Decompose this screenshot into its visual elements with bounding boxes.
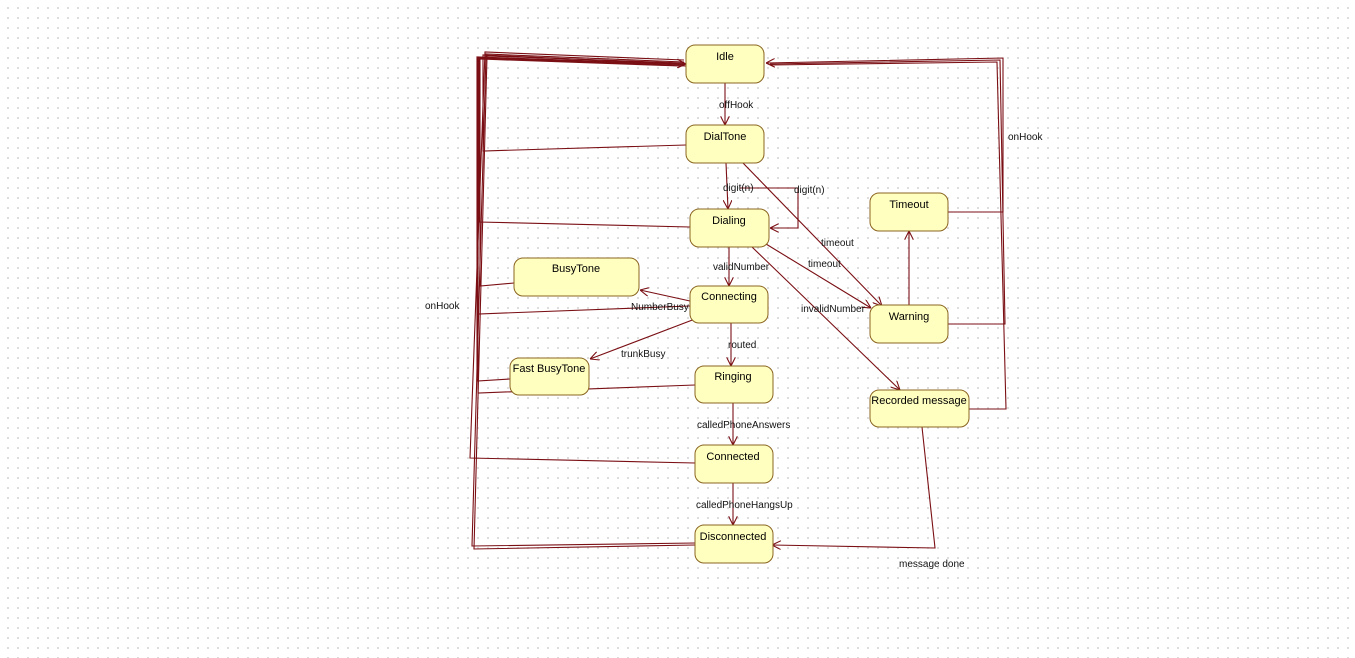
state-ringing[interactable]: Ringing <box>694 365 774 404</box>
onhook-left-bus[interactable] <box>469 51 696 464</box>
transition-digit-dialtone-line[interactable] <box>726 162 728 209</box>
state-connecting[interactable]: Connecting <box>689 285 769 324</box>
transition-numberbusy-line[interactable] <box>640 290 691 302</box>
onhook-right-bus[interactable] <box>766 57 1004 213</box>
state-label: Warning <box>889 311 930 323</box>
onhook-left-bus[interactable] <box>482 54 686 152</box>
state-label: Disconnected <box>700 531 767 543</box>
label-calledphoneanswers: calledPhoneAnswers <box>697 420 790 431</box>
transition-lines <box>469 51 1007 550</box>
onhook-left-bus[interactable] <box>479 58 681 287</box>
transition-timeout-dialtone-line[interactable] <box>742 162 882 306</box>
state-disconnected[interactable]: Disconnected <box>694 524 774 564</box>
label-validnumber: validNumber <box>713 262 770 273</box>
state-warning[interactable]: Warning <box>869 304 949 344</box>
state-label: Recorded message <box>871 395 966 407</box>
state-label: DialTone <box>704 131 747 143</box>
onhook-right-bus[interactable] <box>769 59 1006 325</box>
onhook-left-bus[interactable] <box>478 57 691 228</box>
state-fastbusytone[interactable]: Fast BusyTone <box>509 357 590 396</box>
onhook-left-bus[interactable] <box>477 57 696 394</box>
transition-trunkbusy-line[interactable] <box>590 318 696 359</box>
onhook-left-bus[interactable] <box>471 53 696 547</box>
state-label: Fast BusyTone <box>513 363 586 375</box>
state-label: Idle <box>716 51 734 63</box>
label-digit-n-loop: digit(n) <box>794 185 825 196</box>
state-label: Dialing <box>712 215 746 227</box>
label-offhook: offHook <box>719 100 754 111</box>
state-label: BusyTone <box>552 263 600 275</box>
label-routed: routed <box>728 340 756 351</box>
state-connected[interactable]: Connected <box>694 444 774 484</box>
transition-timeout-dialing-line[interactable] <box>765 243 871 308</box>
label-timeout-dialtone: timeout <box>821 238 854 249</box>
transition-digit-self-loop[interactable] <box>740 187 799 228</box>
label-onhook-right: onHook <box>1008 132 1043 143</box>
state-recorded-message[interactable]: Recorded message <box>869 389 970 428</box>
label-digit-n: digit(n) <box>723 183 754 194</box>
label-numberbusy: NumberBusy <box>631 302 689 313</box>
label-calledphonehangsup: calledPhoneHangsUp <box>696 500 793 511</box>
transition-messagedone-line[interactable] <box>772 426 936 548</box>
label-onhook-left: onHook <box>425 301 460 312</box>
state-idle[interactable]: Idle <box>685 44 765 84</box>
state-label: Ringing <box>714 371 751 383</box>
transition-invalidnumber-line[interactable] <box>751 246 900 390</box>
onhook-left-bus[interactable] <box>476 56 683 382</box>
onhook-left-bus[interactable] <box>473 55 696 550</box>
state-timeout[interactable]: Timeout <box>869 192 949 232</box>
state-dialing[interactable]: Dialing <box>689 208 770 248</box>
state-label: Connected <box>706 451 759 463</box>
state-dialtone[interactable]: DialTone <box>685 124 765 164</box>
label-trunkbusy: trunkBusy <box>621 349 665 360</box>
state-label: Connecting <box>701 291 757 303</box>
label-invalidnumber: invalidNumber <box>801 304 866 315</box>
label-messagedone: message done <box>899 559 965 570</box>
onhook-right-bus[interactable] <box>769 61 1007 410</box>
state-label: Timeout <box>889 199 928 211</box>
label-timeout-dialing: timeout <box>808 259 841 270</box>
state-busytone[interactable]: BusyTone <box>513 257 640 297</box>
